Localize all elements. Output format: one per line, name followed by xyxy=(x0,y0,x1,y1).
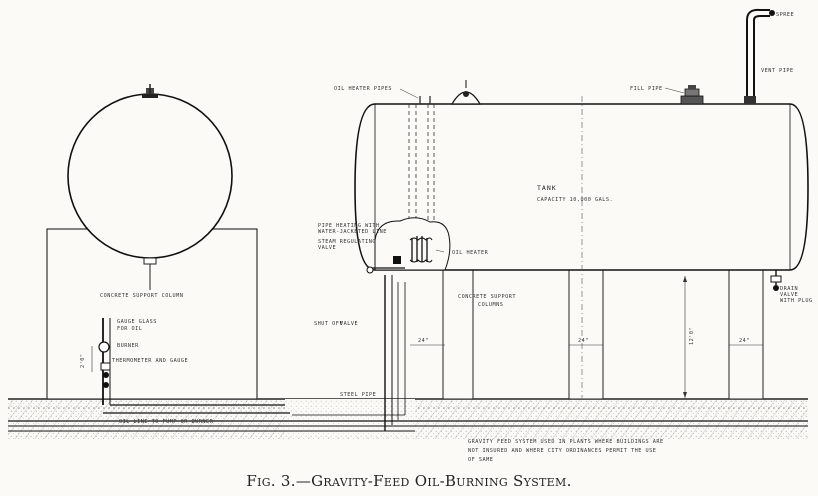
label-note-3: OF SAME xyxy=(468,457,493,463)
label-oil-heater-pipes: OIL HEATER PIPES xyxy=(334,86,392,92)
label-drain-2: VALVE xyxy=(780,292,798,298)
label-valve: VALVE xyxy=(318,245,336,251)
label-pipe-heating-1: PIPE HEATING WITH xyxy=(318,223,380,229)
label-shut-off-valve-2: VALVE xyxy=(340,321,358,327)
label-drain-3: WITH PLUG xyxy=(780,298,813,304)
figure-caption: Fig. 3.—Gravity-Feed Oil-Burning System. xyxy=(246,472,572,490)
dimension-lines xyxy=(410,276,763,398)
label-spree: SPREE xyxy=(776,12,794,18)
label-dim-24-b: 24" xyxy=(578,338,589,344)
tank-side-view xyxy=(354,96,809,398)
label-oil-heater: OIL HEATER xyxy=(452,250,489,256)
label-burner: BURNER xyxy=(117,343,139,349)
label-drain-1: DRAIN xyxy=(780,286,798,292)
label-shut-off-valve-1: SHUT OFF xyxy=(314,321,343,327)
label-concrete-support-left: CONCRETE SUPPORT COLUMN xyxy=(100,293,183,299)
label-note-1: GRAVITY FEED SYSTEM USED IN PLANTS WHERE… xyxy=(468,439,664,445)
label-steel-pipe: STEEL PIPE xyxy=(340,392,376,398)
oil-heater-cutaway xyxy=(366,217,451,274)
manhole-dome xyxy=(450,80,482,105)
left-burner-piping xyxy=(91,318,290,414)
label-tank: TANK xyxy=(537,184,557,192)
label-concrete-support-mid-2: COLUMNS xyxy=(478,302,503,308)
label-pipe-heating-2: WATER-JACKETED LINE xyxy=(318,229,387,235)
label-thermometer: THERMOMETER AND GAUGE xyxy=(112,358,188,364)
label-concrete-support-mid-1: CONCRETE SUPPORT xyxy=(458,294,516,300)
label-vent-pipe: VENT PIPE xyxy=(761,68,794,74)
fill-pipe xyxy=(680,85,704,105)
label-dim-left: 2'0" xyxy=(80,354,86,369)
label-dim-24-a: 24" xyxy=(418,338,429,344)
label-fill-pipe: FILL PIPE xyxy=(630,86,663,92)
label-note-2: NOT INSURED AND WHERE CITY ORDINANCES PE… xyxy=(468,448,656,454)
label-dim-height: 12'0" xyxy=(689,327,695,345)
drain-valve xyxy=(770,270,782,291)
label-dim-24-c: 24" xyxy=(739,338,750,344)
label-oil-line: OIL LINE TO PUMP OR BURNER xyxy=(119,419,214,425)
label-steam-regulating: STEAM REGULATING xyxy=(318,239,376,245)
underground-pipes xyxy=(8,275,808,432)
vent-pipe xyxy=(744,8,775,104)
label-capacity: CAPACITY 10,000 GALS. xyxy=(537,197,613,203)
label-gauge-glass-1: GAUGE GLASS xyxy=(117,319,157,325)
tank-end-view xyxy=(67,84,233,290)
label-gauge-glass-2: FOR OIL xyxy=(117,326,142,332)
